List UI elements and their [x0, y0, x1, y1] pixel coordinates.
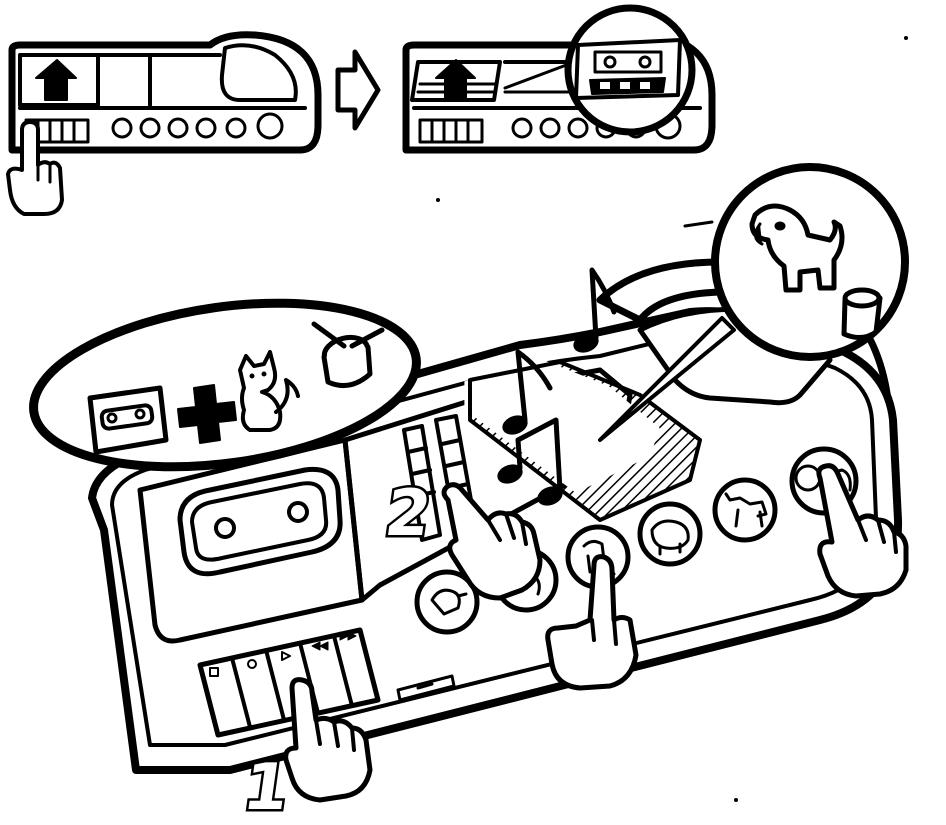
- dash-mark: [683, 220, 714, 228]
- fast-forward-icon: [339, 631, 357, 641]
- music-note-icon: [573, 267, 617, 353]
- pointing-hand-icon: [441, 482, 543, 601]
- cassette-window: [177, 466, 343, 577]
- stop-icon: [209, 667, 219, 677]
- dot-mark: [734, 798, 738, 802]
- dog-icon: [749, 203, 845, 293]
- record-icon: [247, 659, 257, 669]
- step-number-1: 1: [236, 749, 296, 825]
- beamed-notes-icon: [497, 417, 563, 506]
- dog-drum-zoom-bubble: [598, 163, 909, 442]
- animal-button-goat: [712, 477, 778, 543]
- cat-icon: [238, 350, 300, 432]
- mini-key-strip: [418, 118, 484, 144]
- cassette-zoom-bubble: [564, 4, 696, 136]
- battery-slot: [396, 674, 456, 702]
- cassette-icon: [87, 385, 169, 455]
- sound-mix-bubble: [29, 298, 421, 472]
- lid-up-arrow-icon: [435, 59, 476, 99]
- plus-icon: [177, 384, 237, 444]
- dot-mark: [904, 36, 908, 40]
- step-number-2: 2: [378, 475, 438, 554]
- animal-button-pig: [637, 501, 703, 567]
- dot-mark: [436, 198, 440, 202]
- lid-up-arrow-icon: [35, 59, 77, 101]
- play-icon: [281, 651, 291, 661]
- drum-icon: [311, 321, 385, 389]
- pointing-hand-icon: [283, 677, 373, 803]
- transport-keys: [197, 627, 381, 738]
- music-note-icon: [502, 349, 553, 435]
- mini-animal-button-row: [111, 112, 284, 140]
- toy-mini-before: [8, 31, 322, 154]
- next-step-arrow-icon: [335, 49, 381, 131]
- cassette-icon: [574, 38, 682, 100]
- pointing-hand-icon: [6, 120, 64, 216]
- drum-icon: [841, 287, 883, 340]
- animal-button-bird: [414, 569, 480, 635]
- rewind-icon: [311, 641, 329, 651]
- pointing-hand-icon: [545, 554, 639, 691]
- pointing-hand-icon: [816, 463, 909, 599]
